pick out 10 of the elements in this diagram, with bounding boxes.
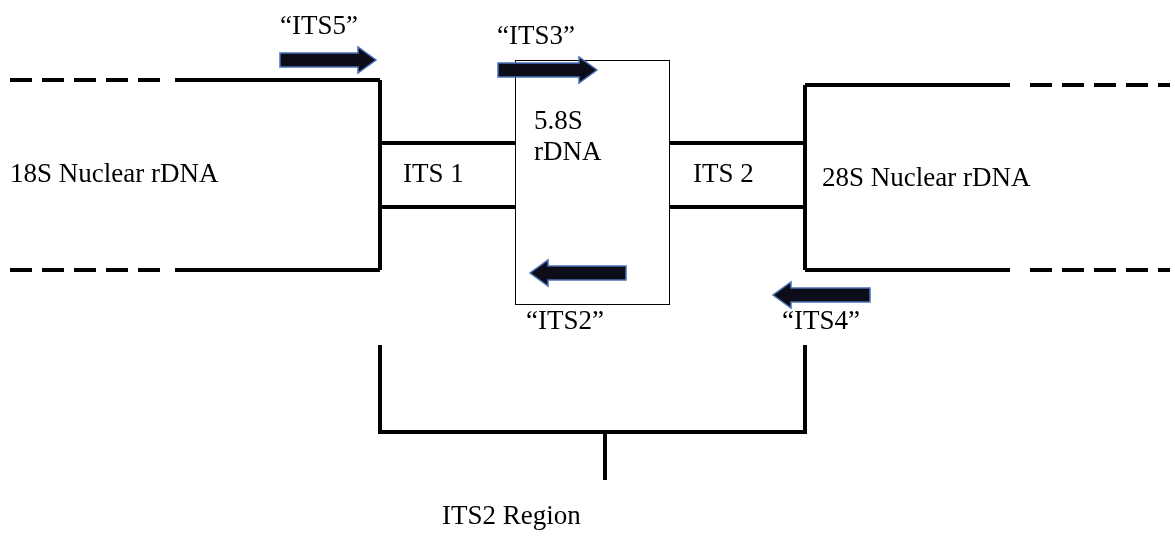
region-label: ITS2 Region bbox=[442, 500, 581, 532]
region-label: 18S Nuclear rDNA bbox=[10, 158, 219, 190]
primer-label: “ITS2” bbox=[526, 305, 604, 337]
rdna-box: 5.8S rDNA bbox=[515, 60, 670, 305]
primer-label: “ITS3” bbox=[497, 20, 575, 52]
primer-label: “ITS4” bbox=[782, 305, 860, 337]
region-label: ITS 2 bbox=[693, 158, 754, 190]
region-label: 28S Nuclear rDNA bbox=[822, 162, 1031, 194]
primer-label: “ITS5” bbox=[280, 10, 358, 42]
region-label: ITS 1 bbox=[403, 158, 464, 190]
